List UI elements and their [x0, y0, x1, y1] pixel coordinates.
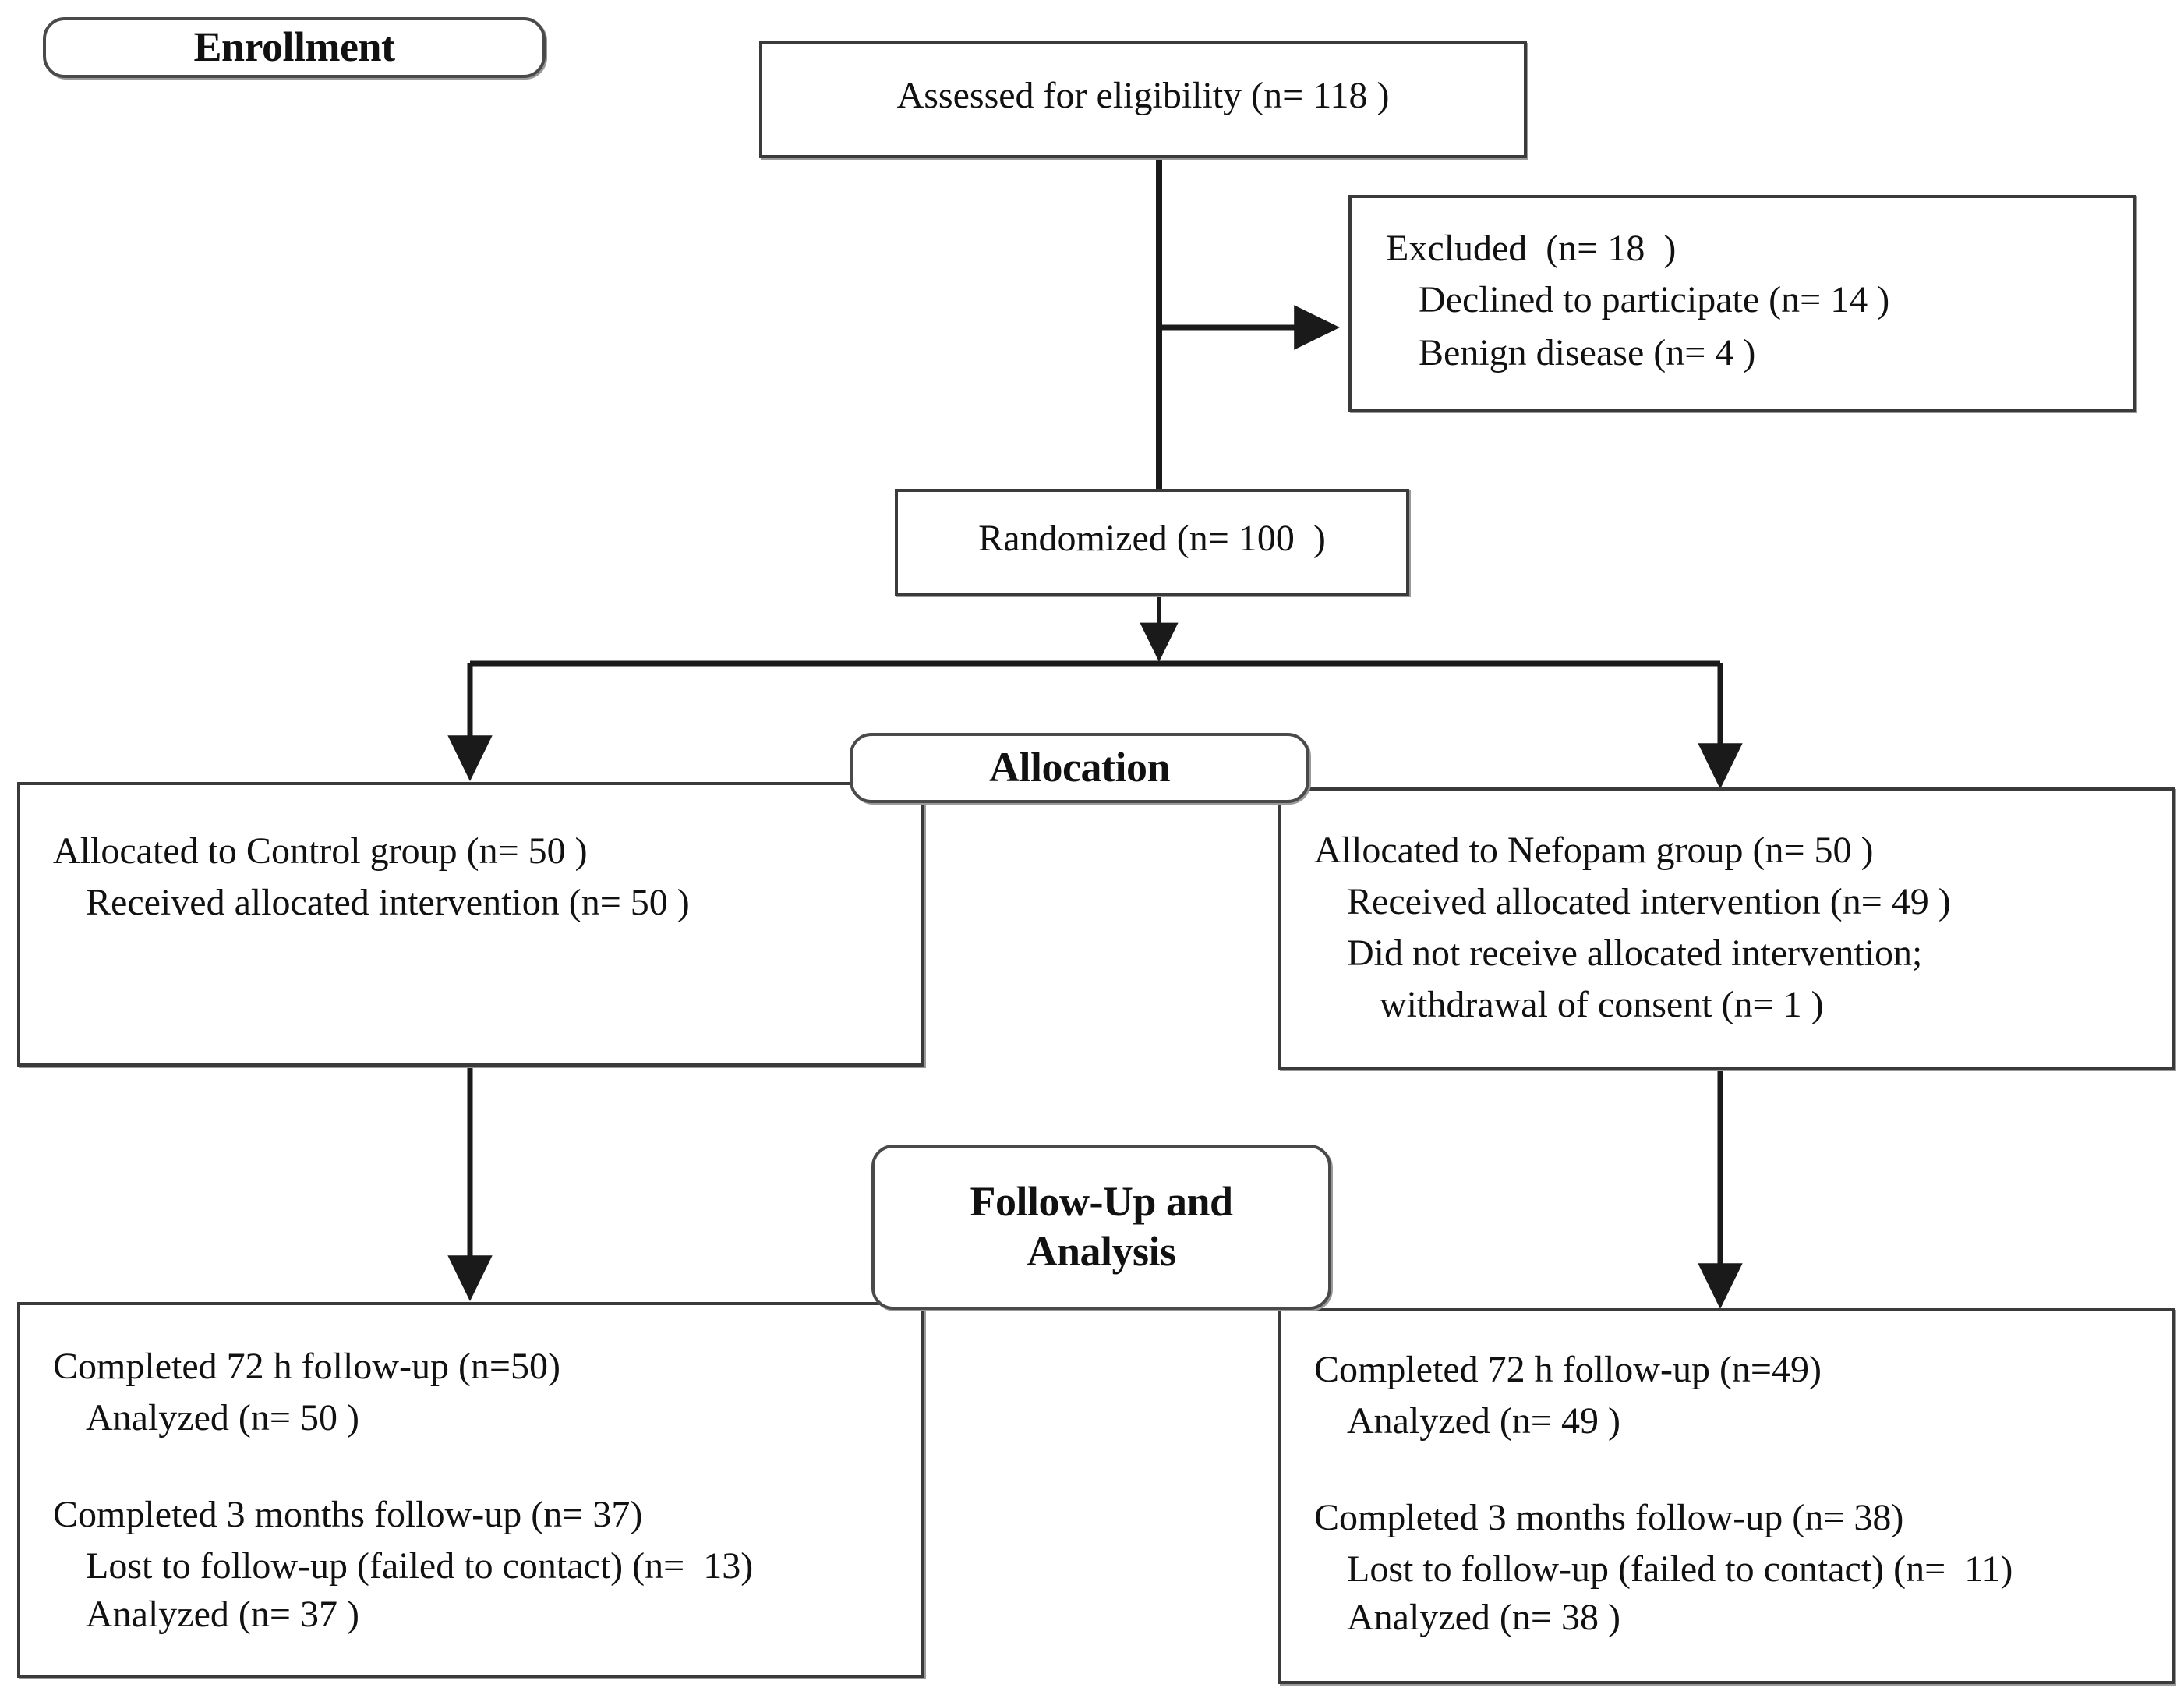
node-followup-nefopam-block1-title: Completed 72 h follow-up (n=49) — [1314, 1349, 1822, 1390]
node-allocated-nefopam-line-3: withdrawal of consent (n= 1 ) — [1380, 984, 1824, 1025]
node-excluded-title: Excluded (n= 18 ) — [1386, 228, 1677, 269]
stage-label-followup-line-1: Follow-Up and — [970, 1178, 1233, 1226]
stage-label-followup-line-2: Analysis — [1027, 1228, 1176, 1275]
node-excluded-reason-benign: Benign disease (n= 4 ) — [1419, 332, 1756, 373]
node-followup-nefopam-block2-lost: Lost to follow-up (failed to contact) (n… — [1347, 1548, 2013, 1590]
node-followup-nefopam-block2-analyzed: Analyzed (n= 38 ) — [1347, 1597, 1620, 1638]
node-assessed-text: Assessed for eligibility (n= 118 ) — [896, 75, 1390, 116]
node-randomized-text: Randomized (n= 100 ) — [978, 518, 1326, 559]
node-followup-control-block1-title: Completed 72 h follow-up (n=50) — [53, 1346, 560, 1387]
node-allocated-nefopam: Allocated to Nefopam group (n= 50 ) Rece… — [1278, 787, 2175, 1070]
stage-label-enrollment-text: Enrollment — [193, 23, 395, 71]
node-followup-nefopam-block1-analyzed: Analyzed (n= 49 ) — [1347, 1400, 1620, 1442]
node-followup-nefopam: Completed 72 h follow-up (n=49) Analyzed… — [1278, 1308, 2175, 1684]
node-allocated-nefopam-line-1: Received allocated intervention (n= 49 ) — [1347, 881, 1951, 922]
stage-label-allocation-text: Allocation — [989, 744, 1171, 791]
node-followup-control-block2-analyzed: Analyzed (n= 37 ) — [86, 1594, 359, 1635]
node-randomized: Randomized (n= 100 ) — [895, 489, 1409, 596]
node-allocated-control-line-1: Received allocated intervention (n= 50 ) — [86, 882, 690, 923]
node-allocated-nefopam-line-2: Did not receive allocated intervention; — [1347, 932, 1923, 974]
node-allocated-nefopam-title: Allocated to Nefopam group (n= 50 ) — [1314, 830, 1874, 871]
node-followup-control-block1-analyzed: Analyzed (n= 50 ) — [86, 1397, 359, 1438]
node-excluded: Excluded (n= 18 ) Declined to participat… — [1348, 195, 2136, 412]
node-followup-control-block2-title: Completed 3 months follow-up (n= 37) — [53, 1494, 643, 1535]
stage-label-allocation: Allocation — [850, 733, 1309, 803]
node-followup-control: Completed 72 h follow-up (n=50) Analyzed… — [17, 1302, 924, 1678]
node-followup-control-block2-lost: Lost to follow-up (failed to contact) (n… — [86, 1545, 754, 1587]
node-excluded-reason-declined: Declined to participate (n= 14 ) — [1419, 279, 1890, 320]
node-followup-nefopam-block2-title: Completed 3 months follow-up (n= 38) — [1314, 1497, 1904, 1538]
node-allocated-control-title: Allocated to Control group (n= 50 ) — [53, 830, 588, 872]
node-assessed-for-eligibility: Assessed for eligibility (n= 118 ) — [759, 41, 1527, 158]
stage-label-enrollment: Enrollment — [43, 17, 546, 78]
node-allocated-control: Allocated to Control group (n= 50 ) Rece… — [17, 782, 924, 1067]
stage-label-followup-analysis: Follow-Up and Analysis — [871, 1145, 1331, 1310]
